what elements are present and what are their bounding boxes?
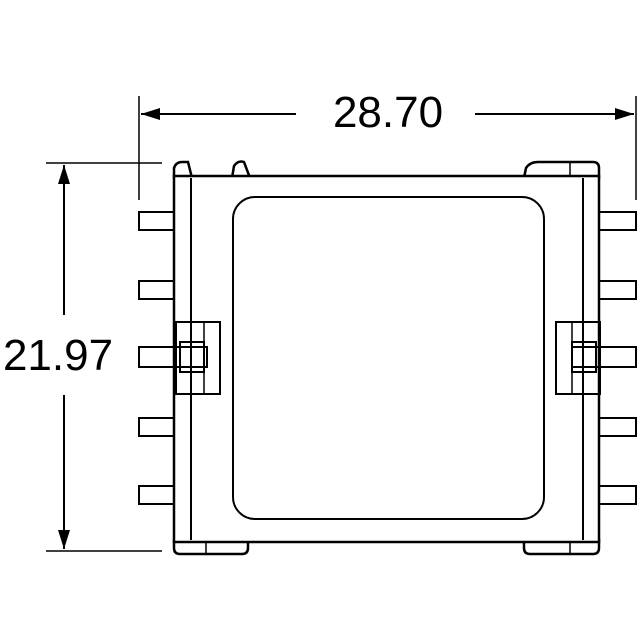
width-arrow-left	[141, 108, 160, 120]
top-right-tab	[522, 160, 601, 180]
height-dimension: 21.97	[3, 162, 162, 552]
right-clip-outer	[555, 321, 601, 395]
bottom-tabs	[172, 538, 601, 556]
width-dimension: 28.70	[138, 88, 637, 200]
height-arrow-bottom	[58, 530, 70, 549]
height-dimension-label: 21.97	[3, 331, 113, 380]
left-clip	[138, 321, 221, 395]
center-window	[232, 196, 545, 520]
right-clip-pin	[571, 346, 637, 368]
left-clip-pin	[138, 346, 208, 368]
bottom-left-tab	[172, 538, 250, 556]
top-tabs	[172, 160, 601, 180]
top-mid-tab	[230, 160, 252, 180]
component-body	[172, 174, 601, 544]
height-arrow-top	[58, 165, 70, 184]
left-clip-outer	[175, 321, 221, 395]
bottom-right-tab	[522, 538, 601, 556]
top-left-tab	[172, 160, 194, 180]
width-dimension-label: 28.70	[333, 88, 443, 137]
body-outline	[172, 174, 601, 544]
width-arrow-right	[615, 108, 634, 120]
right-clip	[555, 321, 637, 395]
